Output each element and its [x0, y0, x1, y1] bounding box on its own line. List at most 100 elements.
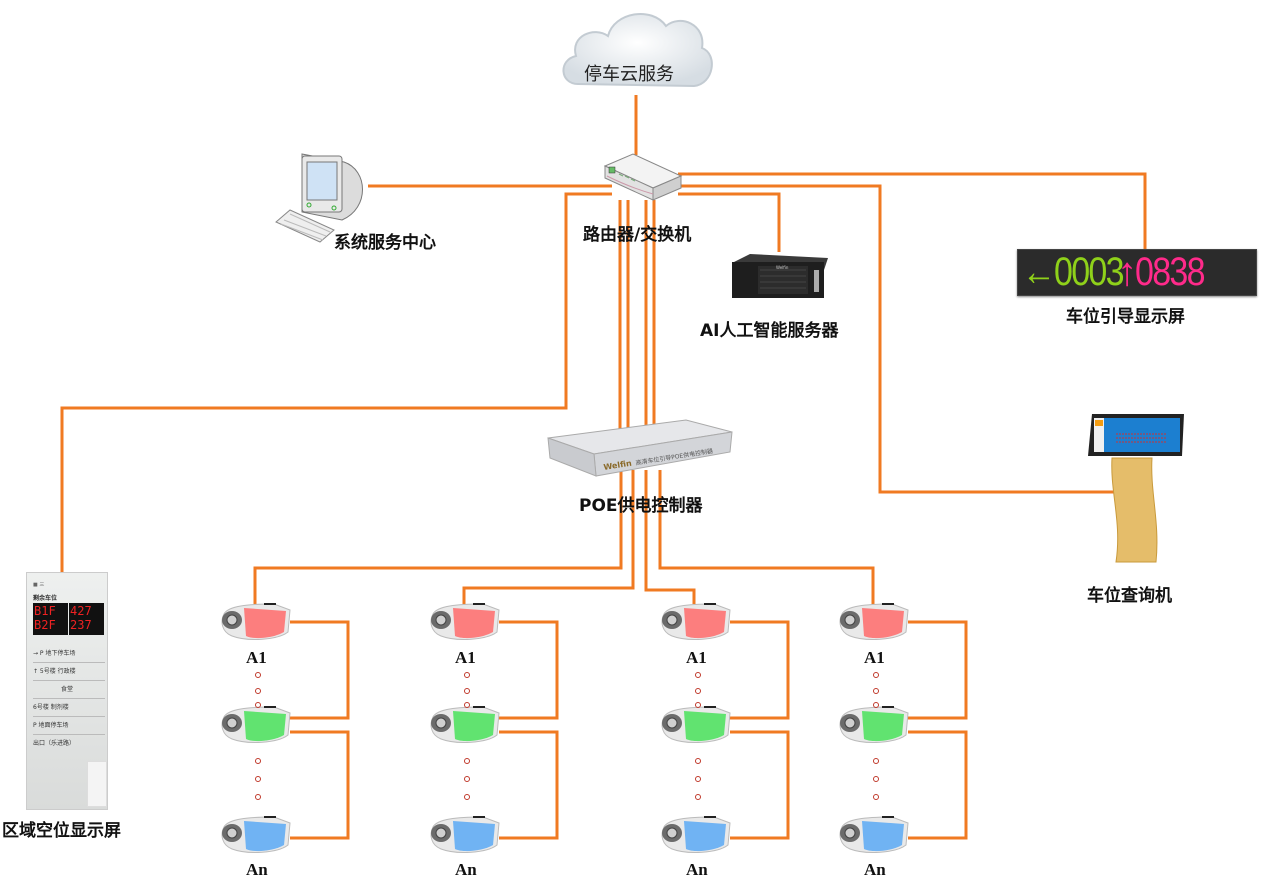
ellipsis-dot	[873, 758, 879, 764]
wire-router-zone-screen	[60, 192, 612, 572]
server-icon: Welfin	[732, 254, 828, 298]
parking-sensor-camera-occupied	[658, 602, 733, 642]
parking-sensor-camera-free	[658, 705, 733, 745]
zone-count-panel: 427 237	[69, 603, 104, 635]
ellipsis-dot	[695, 702, 701, 708]
zone-sign: 出口（乐进路）	[33, 740, 76, 747]
ellipsis-dot	[464, 776, 470, 782]
zone-sign: P 地面停车场	[33, 717, 105, 735]
ellipsis-dot	[255, 702, 261, 708]
zone-screen-label: 区域空位显示屏	[2, 821, 121, 841]
wire-chain-3-a	[908, 620, 968, 720]
ellipsis-dot	[464, 688, 470, 694]
router-label: 路由器/交换机	[583, 225, 692, 245]
ellipsis-dot	[255, 794, 261, 800]
zone-sign: ↑ 5号楼 行政楼	[33, 663, 105, 681]
floor-b2: B2F	[34, 618, 56, 632]
poe-controller-icon: Welfin 高清车位引导POE供电控制器	[547, 419, 733, 477]
cloud-icon	[562, 12, 713, 88]
service-center-label: 系统服务中心	[334, 233, 436, 253]
ellipsis-dot	[873, 702, 879, 708]
zone-sign: 6号楼 制剂楼	[33, 699, 105, 717]
guide-screen: ← 0003 ↑ 0838	[1017, 249, 1257, 296]
ellipsis-dot	[255, 758, 261, 764]
wire-chain-1-a	[499, 620, 559, 720]
ellipsis-dot	[255, 672, 261, 678]
cloud-label: 停车云服务	[584, 64, 674, 85]
wire-poe-col-3	[658, 470, 875, 604]
camera-label-last: An	[864, 860, 886, 879]
parking-sensor-camera-reserved	[218, 815, 293, 855]
ellipsis-dot	[464, 702, 470, 708]
wire-chain-2-a	[730, 620, 790, 720]
wire-router-guide-screen	[678, 172, 1147, 249]
wire-chain-2-b	[730, 730, 790, 840]
camera-label-last: An	[246, 860, 268, 879]
ellipsis-dot	[695, 794, 701, 800]
ellipsis-dot	[695, 758, 701, 764]
computer-icon	[275, 153, 363, 243]
zone-screen: ■ 三 剩余车位 B1F B2F 427 237 → P 地下停车场 ↑ 5号楼…	[26, 572, 108, 810]
service-center-node	[272, 150, 372, 249]
camera-label-last: An	[686, 860, 708, 879]
wire-chain-3-b	[908, 730, 968, 840]
wire-poe-col-2	[644, 470, 696, 604]
poe-brand: Welfin	[603, 459, 633, 472]
floor-b1: B1F	[34, 604, 56, 618]
cloud-node: 停车云服务	[556, 2, 716, 106]
ellipsis-dot	[464, 672, 470, 678]
wire-router-kiosk	[678, 184, 1114, 494]
kiosk-icon	[1088, 414, 1184, 563]
zone-sign: 食堂	[33, 681, 105, 699]
wire-chain-0-b	[290, 730, 350, 840]
zone-sign: → P 地下停车场	[33, 645, 105, 663]
ellipsis-dot	[695, 776, 701, 782]
wire-chain-0-a	[290, 620, 350, 720]
ellipsis-dot	[873, 672, 879, 678]
zone-logo: ■ 三	[33, 582, 45, 588]
wire-router-ai-server	[678, 192, 781, 252]
parking-sensor-camera-occupied	[427, 602, 502, 642]
router-icon	[603, 153, 683, 201]
kiosk-node	[1086, 412, 1186, 576]
camera-label-first: A1	[246, 648, 267, 667]
left-count: 0003	[1054, 250, 1125, 294]
zone-header: 剩余车位	[33, 595, 58, 602]
svg-text:Welfin: Welfin	[776, 265, 789, 270]
camera-label-first: A1	[864, 648, 885, 667]
ellipsis-dot	[464, 758, 470, 764]
camera-label-first: A1	[455, 648, 476, 667]
parking-sensor-camera-reserved	[836, 815, 911, 855]
ellipsis-dot	[873, 688, 879, 694]
wire-chain-1-b	[499, 730, 559, 840]
poe-label: POE供电控制器	[579, 496, 703, 516]
parking-sensor-camera-free	[427, 705, 502, 745]
kiosk-label: 车位查询机	[1087, 586, 1172, 606]
zone-base	[87, 761, 107, 807]
router-node	[603, 152, 683, 206]
parking-sensor-camera-free	[218, 705, 293, 745]
parking-sensor-camera-occupied	[836, 602, 911, 642]
up-arrow-icon: ↑	[1116, 250, 1137, 294]
ellipsis-dot	[255, 688, 261, 694]
ellipsis-dot	[464, 794, 470, 800]
zone-signs: → P 地下停车场 ↑ 5号楼 行政楼 食堂 6号楼 制剂楼 P 地面停车场 出…	[33, 645, 105, 752]
ai-server-node: Welfin	[728, 250, 828, 304]
guide-screen-label: 车位引导显示屏	[1066, 307, 1185, 327]
parking-sensor-camera-free	[836, 705, 911, 745]
camera-label-last: An	[455, 860, 477, 879]
parking-sensor-camera-reserved	[658, 815, 733, 855]
ellipsis-dot	[873, 776, 879, 782]
count-b1: 427	[70, 604, 92, 618]
camera-label-first: A1	[686, 648, 707, 667]
ellipsis-dot	[695, 672, 701, 678]
poe-controller-node: Welfin 高清车位引导POE供电控制器	[546, 418, 736, 484]
count-b2: 237	[70, 618, 92, 632]
ellipsis-dot	[873, 794, 879, 800]
ai-server-label: AI人工智能服务器	[700, 321, 839, 341]
ellipsis-dot	[695, 688, 701, 694]
zone-floor-panel: B1F B2F	[33, 603, 68, 635]
wire-poe-col-0	[253, 470, 623, 604]
left-arrow-icon: ←	[1022, 250, 1056, 294]
